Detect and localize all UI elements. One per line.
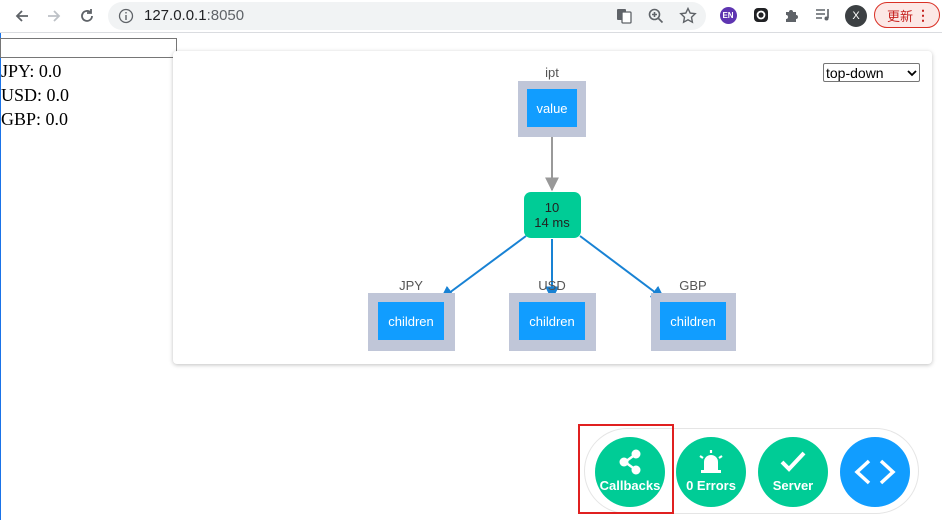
extension-badge: EN <box>719 6 737 24</box>
gbp-children-label: children <box>670 314 716 329</box>
bookmark-star-icon[interactable] <box>678 6 698 26</box>
bell-icon <box>676 447 746 477</box>
usd-children-label: children <box>529 314 575 329</box>
update-label: 更新 <box>887 8 914 24</box>
callback-count: 10 <box>545 200 559 215</box>
check-icon <box>758 447 828 477</box>
extensions-puzzle-icon[interactable] <box>782 5 802 25</box>
server-label: Server <box>772 478 814 493</box>
zoom-icon[interactable] <box>646 6 666 26</box>
translate-icon[interactable] <box>614 6 634 26</box>
url-host: 127.0.0.1 <box>144 7 207 24</box>
usd-group-label: USD <box>538 278 565 293</box>
url-text[interactable]: 127.0.0.1:8050 <box>144 7 244 24</box>
chevron-down-icon <box>907 69 917 76</box>
errors-button[interactable]: 0 Errors <box>676 437 746 507</box>
devtools-toggle-button[interactable] <box>840 437 910 507</box>
jpy-children-label: children <box>388 314 434 329</box>
graph-layout-value: top-down <box>826 64 884 81</box>
jpy-children-node[interactable] <box>378 302 444 340</box>
link-extension-icon[interactable] <box>751 5 771 25</box>
callback-time: 14 ms <box>534 215 570 230</box>
callback-node[interactable] <box>524 192 581 238</box>
usd-output: USD: 0.0 <box>1 85 70 105</box>
forward-icon[interactable] <box>42 4 66 28</box>
ipt-value-label: value <box>536 101 567 116</box>
page-left-border <box>0 33 1 520</box>
edge-callback-to-jpy <box>439 235 527 300</box>
usd-children-node[interactable] <box>519 302 585 340</box>
info-icon[interactable] <box>118 8 134 24</box>
browser-update-button[interactable]: 更新 ⋮ <box>874 2 940 28</box>
url-port: :8050 <box>206 7 245 24</box>
reload-icon[interactable] <box>75 4 99 28</box>
callbacks-label: Callbacks <box>599 478 661 493</box>
ipt-value-node[interactable] <box>527 89 577 127</box>
graph-layout-select[interactable]: top-down <box>823 63 920 82</box>
gbp-group-label: GBP <box>679 278 706 293</box>
address-bar[interactable]: 127.0.0.1:8050 <box>108 2 706 30</box>
jpy-group-label: JPY <box>399 278 423 293</box>
server-button[interactable]: Server <box>758 437 828 507</box>
errors-label: 0 Errors <box>686 478 736 493</box>
back-icon[interactable] <box>10 4 34 28</box>
share-icon <box>595 447 665 477</box>
browser-toolbar: 127.0.0.1:8050 EN X 更新 ⋮ <box>0 0 942 33</box>
media-playlist-icon[interactable] <box>813 5 833 25</box>
gbp-children-node[interactable] <box>660 302 726 340</box>
edge-callback-to-gbp <box>579 235 666 300</box>
callbacks-highlight-box <box>578 424 674 514</box>
menu-dots-icon[interactable]: ⋮ <box>916 7 930 23</box>
ipt-group-label: ipt <box>545 65 559 80</box>
callbacks-button[interactable]: Callbacks <box>595 437 665 507</box>
gbp-output: GBP: 0.0 <box>1 109 69 129</box>
ipt-input[interactable] <box>0 38 177 58</box>
code-icon <box>854 459 896 485</box>
profile-avatar[interactable]: X <box>845 5 867 27</box>
translator-extension-icon[interactable]: EN <box>718 5 738 25</box>
jpy-output: JPY: 0.0 <box>1 61 62 81</box>
